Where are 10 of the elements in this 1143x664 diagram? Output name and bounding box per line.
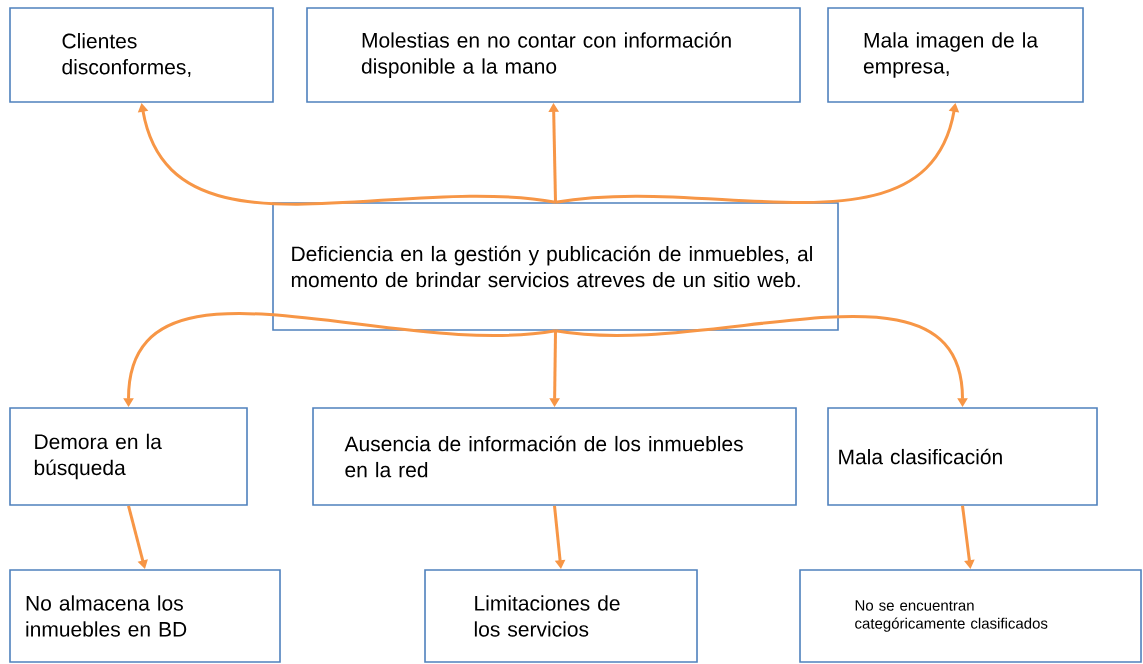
text-box: Demora en la búsqueda <box>9 407 248 506</box>
text-box: Ausencia de información de los inmuebles en la red <box>312 407 797 506</box>
text-box: Molestias en no contar con información disponible a la mano <box>306 7 801 103</box>
text-box: Limitaciones de los servicios <box>424 569 698 663</box>
text-box: Mala imagen de la empresa, <box>827 7 1084 103</box>
text-box: Deficiencia en la gestión y publicación de inmuebles, al momento de brindar servicios atreves de un sitio web. <box>272 202 839 331</box>
text-box: No se encuentran categóricamente clasificados <box>799 569 1142 663</box>
text-box: Clientes disconformes, <box>9 7 274 103</box>
text-box: Mala clasificación <box>827 407 1098 506</box>
text-box: No almacena los inmuebles en BD <box>9 569 281 663</box>
